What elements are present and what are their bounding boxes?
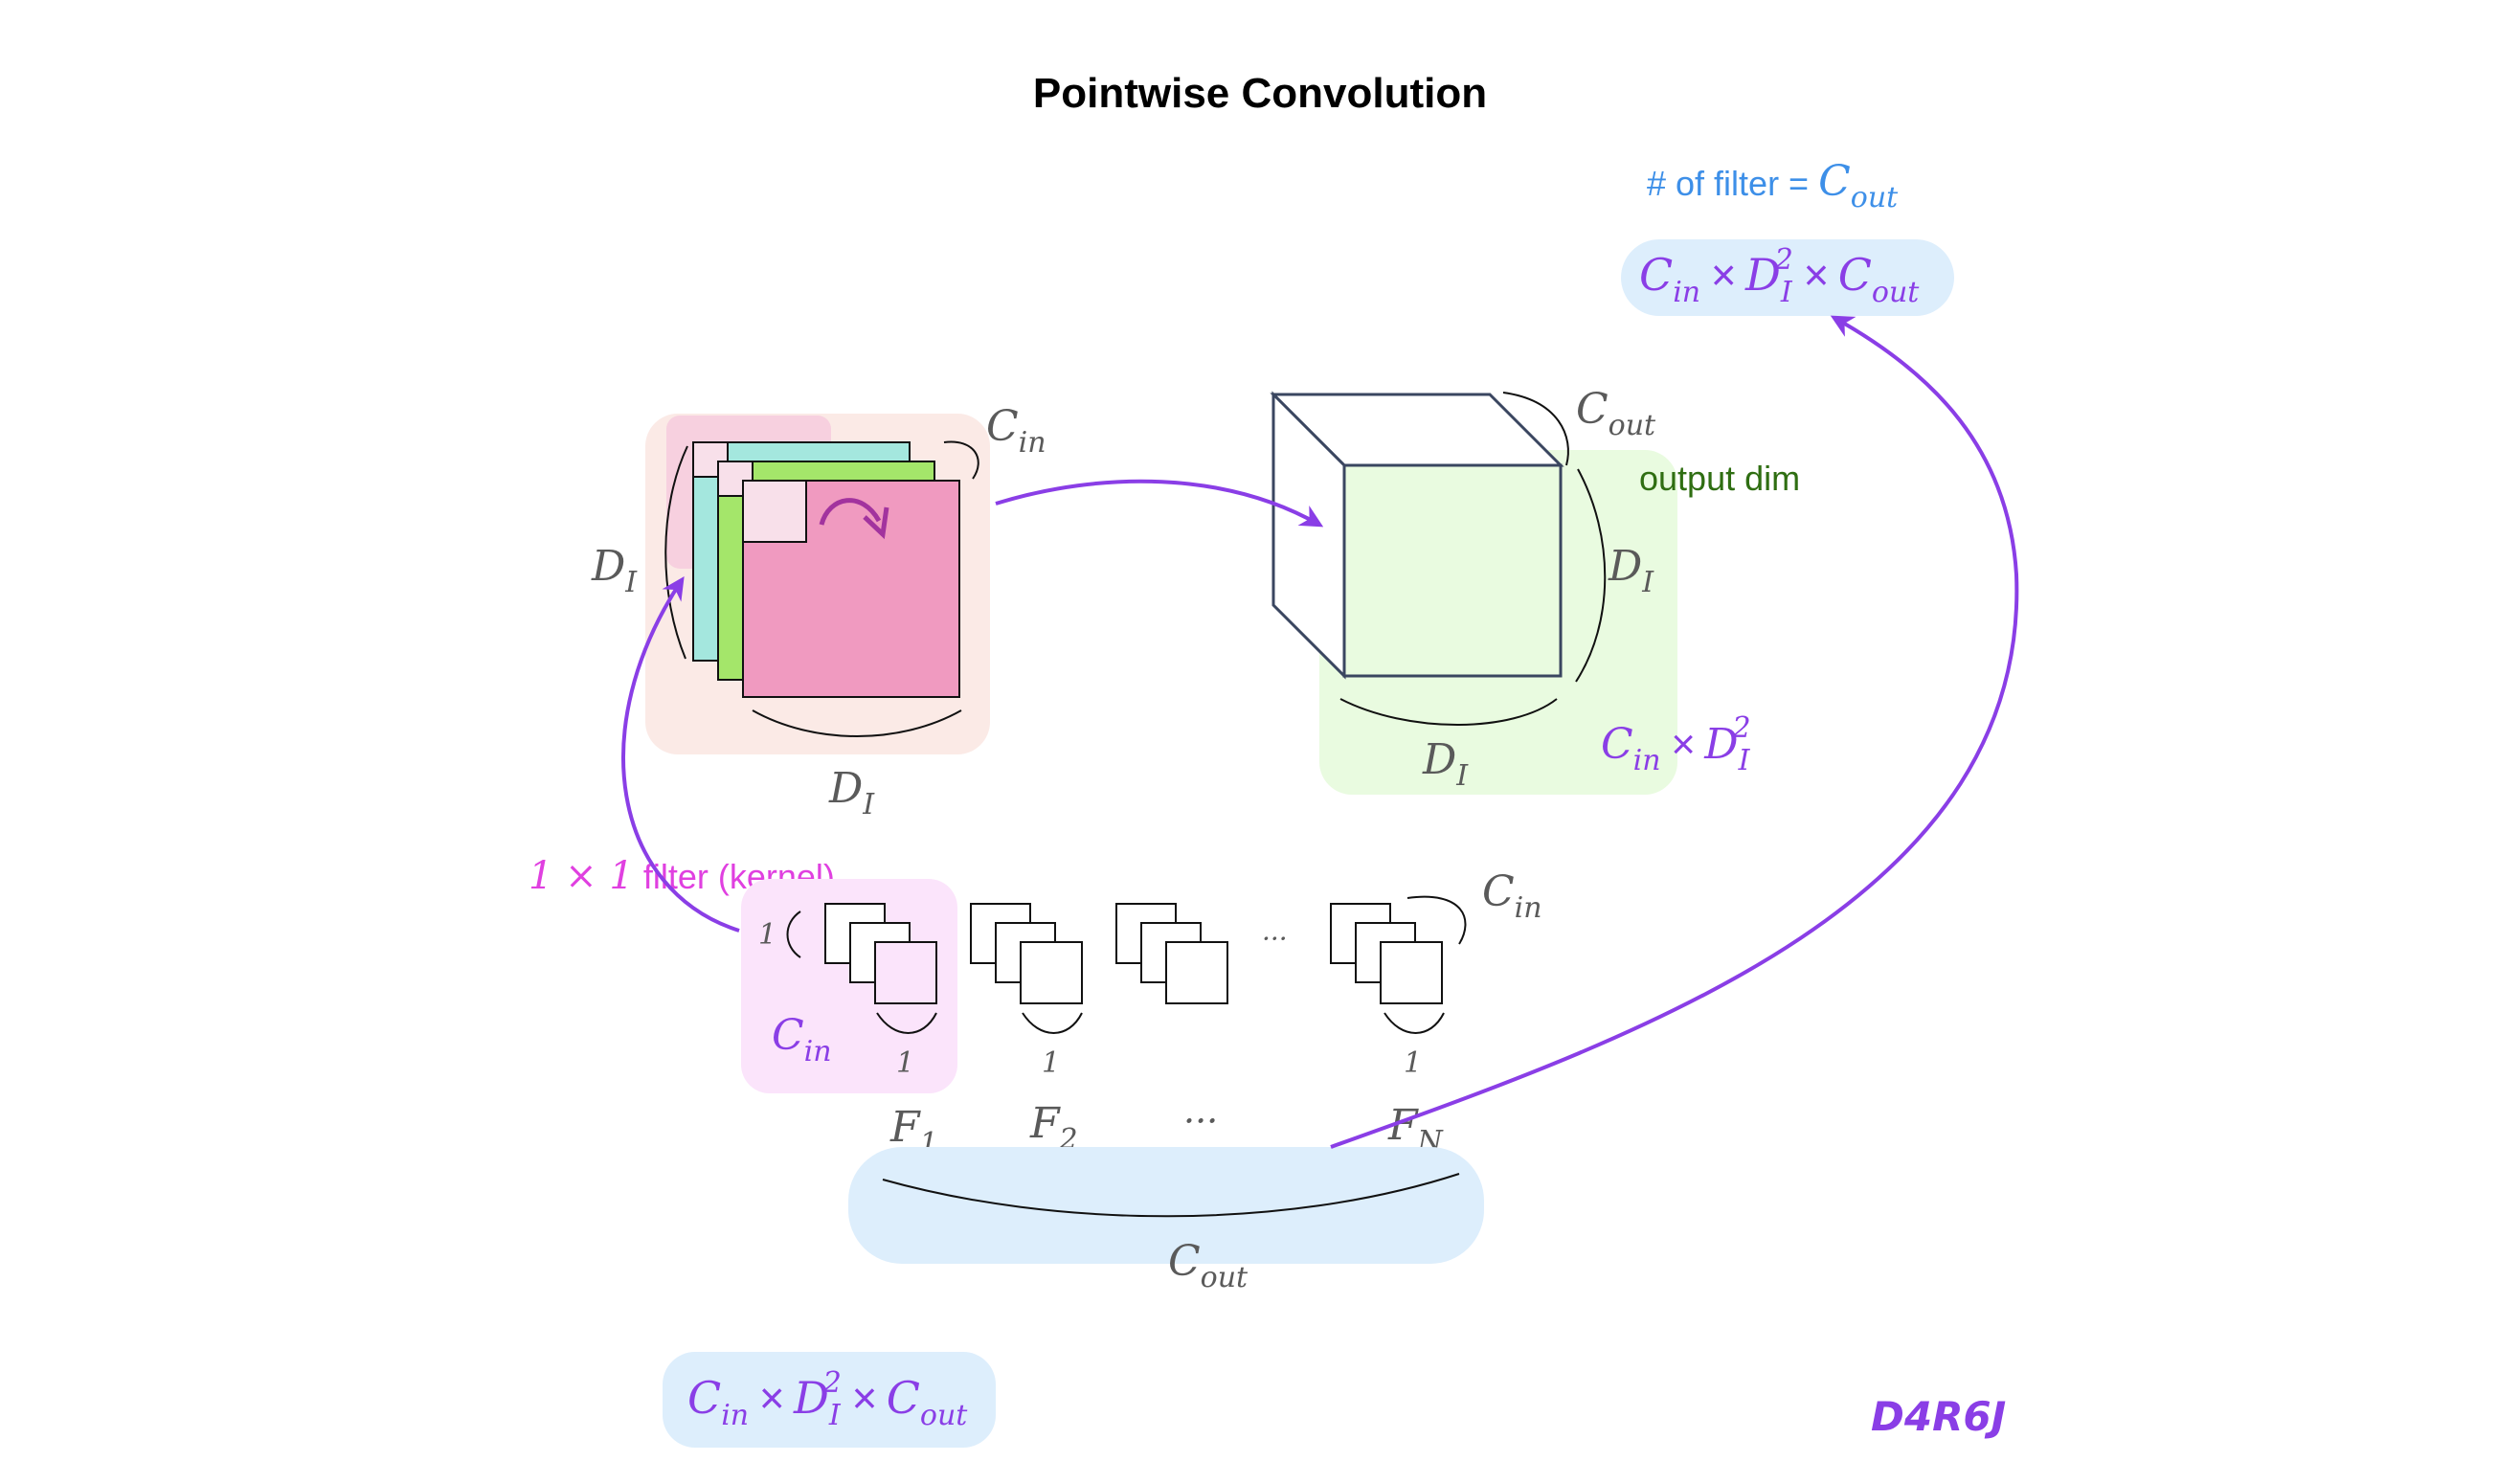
filter-1-width: 1 xyxy=(896,1046,914,1080)
filter-n-depth: Cin xyxy=(1482,867,1542,925)
filter-names-ellipsis: ··· xyxy=(1183,1100,1218,1142)
filter-3 xyxy=(1115,903,1228,1004)
input-width-label: DI xyxy=(828,764,875,821)
input-height-brace xyxy=(664,445,688,660)
output-height-label: DI xyxy=(1608,542,1654,599)
signature: D4R6J xyxy=(1871,1393,2006,1440)
output-depth-brace xyxy=(1502,392,1569,466)
filter-2: 1 xyxy=(970,903,1083,1080)
filter-n-width: 1 xyxy=(1404,1046,1422,1080)
input-feature-map: Cin DI DI xyxy=(591,402,1046,821)
input-to-output-arrow xyxy=(995,479,1324,528)
top-cost-pill: Cin×DI2×Cout xyxy=(1621,239,1954,316)
filter-count-label: # of filter = Cout xyxy=(1647,157,1899,214)
filter-count-prefix: # of filter = xyxy=(1647,164,1818,203)
filter-1: 1 1 Cin xyxy=(758,903,937,1080)
output-width-label: DI xyxy=(1422,735,1469,793)
bottom-cost-pill: Cin×DI2×Cout xyxy=(663,1352,996,1448)
filter-count-c: C xyxy=(1818,157,1851,206)
output-feature-map: Cout DI DI output dim Cin×DI2 xyxy=(1270,385,1800,795)
filter-2-width: 1 xyxy=(1042,1046,1060,1080)
output-dim-label: output dim xyxy=(1639,459,1800,498)
svg-text:Cin×DI2×Cout: Cin×DI2×Cout xyxy=(687,1366,968,1432)
output-front-face xyxy=(1342,463,1563,678)
kernel-position xyxy=(742,480,807,543)
filters-ellipsis: ··· xyxy=(1262,923,1288,955)
filter-to-input-arrow xyxy=(621,575,740,933)
output-height-brace xyxy=(1575,468,1607,683)
filter-2-name: F2 xyxy=(1029,1099,1078,1157)
input-width-brace xyxy=(752,709,962,737)
filter-count-sub: out xyxy=(1851,181,1899,214)
filters-row: 1 1 Cin 1 ··· 1 Cin xyxy=(741,867,1542,1160)
cout-to-cost-arrow xyxy=(1330,315,2019,1149)
output-depth-label: Cout xyxy=(1576,385,1656,442)
input-height-label: DI xyxy=(591,542,638,599)
slide-arrow xyxy=(819,498,882,526)
output-size-label: Cin×DI2 xyxy=(1601,711,1751,777)
output-width-brace xyxy=(1339,698,1558,726)
svg-text:# of filter = Cout: # of filter = Cout xyxy=(1647,157,1899,214)
page-title: Pointwise Convolution xyxy=(1033,70,1487,117)
filters-count-label: Cout xyxy=(1168,1237,1249,1294)
filter-1-height: 1 xyxy=(758,918,776,952)
svg-text:Cin×DI2×Cout: Cin×DI2×Cout xyxy=(1639,243,1920,309)
filter-1-depth: Cin xyxy=(772,1011,832,1068)
input-depth-brace xyxy=(943,440,979,480)
filter-n: 1 Cin xyxy=(1330,867,1542,1080)
filters-count-pill: Cout xyxy=(848,1147,1484,1294)
input-depth-label: Cin xyxy=(986,402,1046,460)
